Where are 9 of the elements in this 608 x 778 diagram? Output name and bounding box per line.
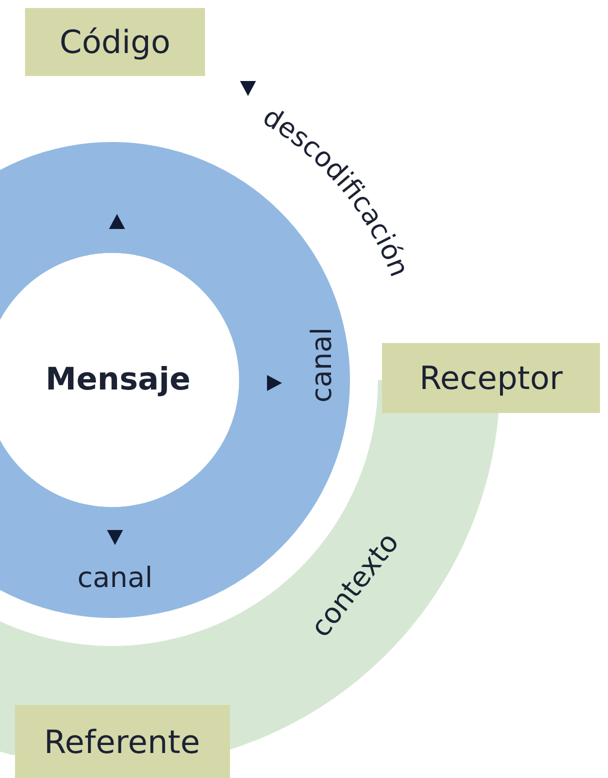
node-label: Referente (44, 726, 200, 758)
ring-label: canal (77, 564, 153, 592)
receiver-box (382, 343, 600, 413)
referent-box (15, 705, 230, 778)
code-box (25, 8, 205, 76)
node-label: Mensaje (46, 364, 190, 396)
node-label: Código (60, 26, 170, 58)
ring-label: canal (308, 327, 336, 403)
node-label: Receptor (419, 362, 563, 394)
